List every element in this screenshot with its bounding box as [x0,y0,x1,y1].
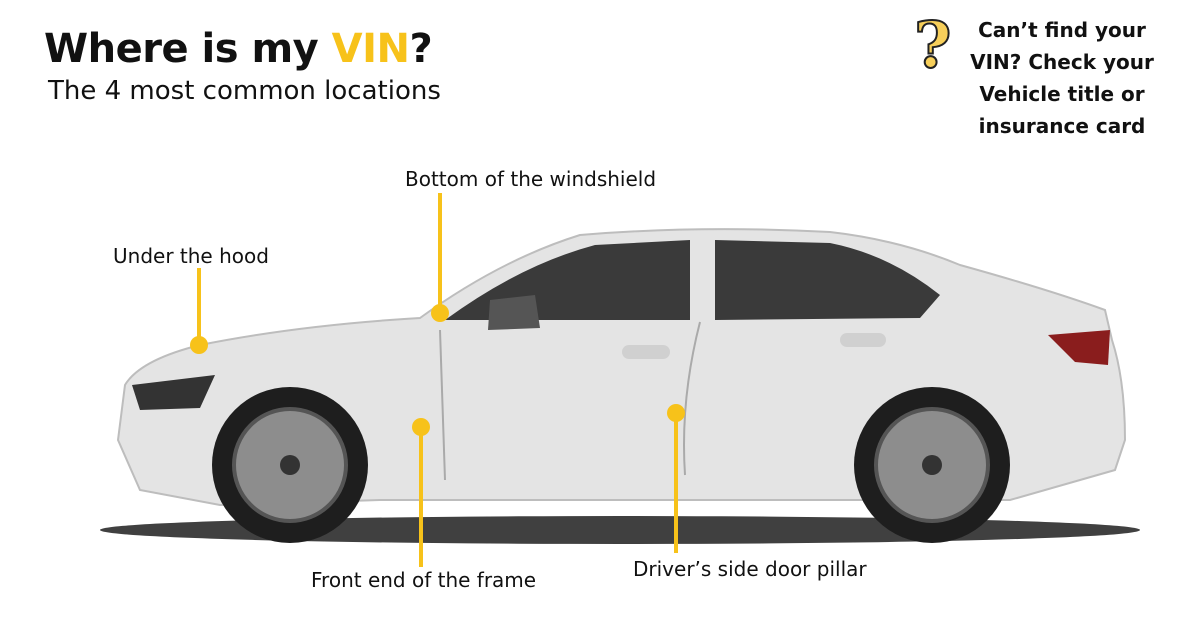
title-suffix: ? [409,26,433,72]
side-mirror [488,295,540,330]
title-highlight: VIN [331,26,410,72]
question-mark-icon: ? [913,7,952,84]
car-windows [445,240,940,320]
frame-marker [412,418,430,436]
help-note: Can’t find your VIN? Check your Vehicle … [970,18,1154,138]
tail-light [1048,330,1110,365]
label-under-hood: Under the hood [113,244,269,268]
headlight [132,375,215,410]
door-handle-front [622,345,670,359]
label-front-frame: Front end of the frame [311,568,537,592]
label-windshield: Bottom of the windshield [405,167,657,191]
subtitle: The 4 most common locations [48,76,441,106]
door-seams [439,321,701,481]
rear-wheel [854,387,1010,543]
title-text: Where is my [44,26,332,72]
front-wheel [212,387,368,543]
door-handle-rear [840,333,886,347]
pillar-marker [667,404,685,422]
label-door-pillar: Driver’s side door pillar [633,557,867,581]
windshield-marker [431,304,449,322]
page-title: Where is my VIN? [44,26,433,72]
hood-marker [190,336,208,354]
